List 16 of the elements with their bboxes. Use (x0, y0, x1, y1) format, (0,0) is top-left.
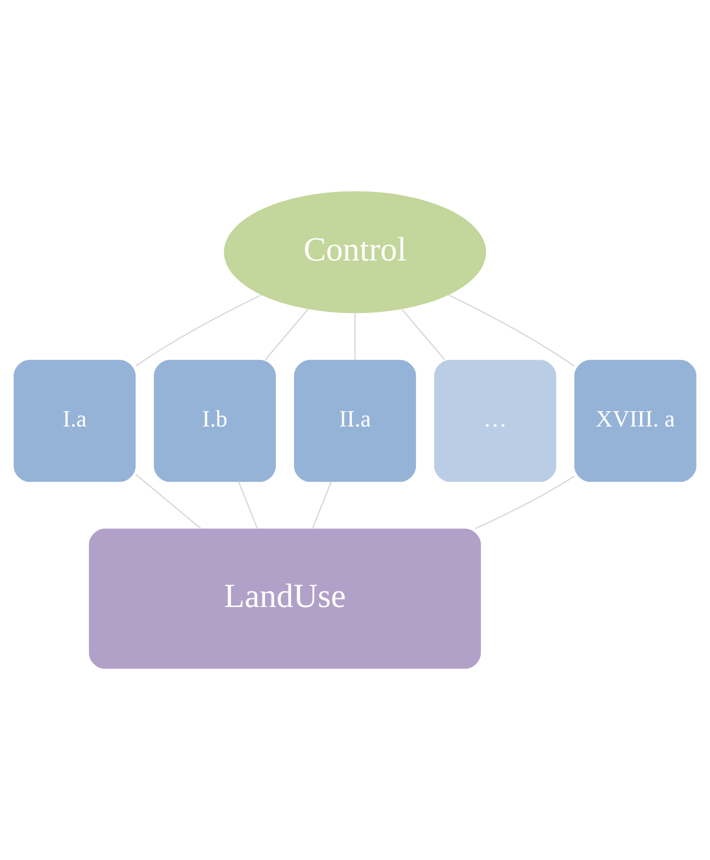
connector (238, 482, 258, 528)
node-box: … (434, 360, 556, 482)
node-box: LandUse (88, 528, 481, 669)
node-ellipse: Control (224, 191, 486, 314)
node-box: II.a (294, 360, 416, 482)
connector (474, 476, 575, 530)
node-box: I.b (154, 360, 276, 482)
connector (402, 308, 446, 360)
node-box: I.a (14, 360, 136, 482)
connector (135, 474, 202, 530)
connector (264, 308, 308, 360)
connector (354, 313, 356, 360)
connector (448, 294, 574, 367)
connector (312, 482, 332, 528)
node-box: XVIII. a (574, 360, 696, 482)
connector (136, 294, 262, 367)
